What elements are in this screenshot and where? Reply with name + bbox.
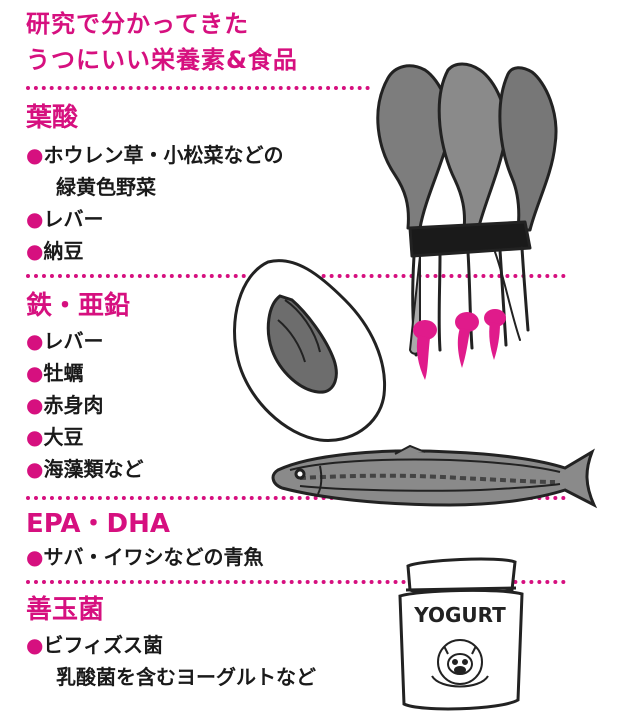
spinach-root-icon <box>413 309 506 380</box>
spinach-icon <box>376 62 558 357</box>
list-item: ●大豆 <box>26 425 84 449</box>
title-line-1: 研究で分かってきた <box>26 10 250 38</box>
list-item: ●赤身肉 <box>26 393 104 417</box>
cow-icon <box>431 639 489 688</box>
list-item-continuation: 乳酸菌を含むヨーグルトなど <box>56 665 316 689</box>
divider <box>26 580 566 584</box>
list-item: ●ビフィズス菌 <box>26 633 164 657</box>
bullet: ● <box>26 393 44 417</box>
list-item: ●納豆 <box>26 239 84 263</box>
section-heading-epa-dha: EPA・DHA <box>26 509 171 539</box>
bullet: ● <box>26 207 44 231</box>
divider <box>26 86 370 90</box>
list-item: ●レバー <box>26 329 104 353</box>
list-item: ●牡蠣 <box>26 361 84 385</box>
bullet: ● <box>26 633 44 657</box>
bullet: ● <box>26 425 44 449</box>
yogurt-label: YOGURT <box>413 603 506 627</box>
oyster-icon <box>233 259 387 443</box>
bullet: ● <box>26 239 44 263</box>
list-item: ●海藻類など <box>26 457 144 481</box>
list-item: ●ホウレン草・小松菜などの <box>26 143 284 167</box>
bullet: ● <box>26 143 44 167</box>
title-line-2: うつにいい栄養素&食品 <box>26 46 298 74</box>
bullet: ● <box>26 457 44 481</box>
page-title: 研究で分かってきた うつにいい栄養素&食品 <box>26 6 298 78</box>
fish-icon <box>271 444 598 509</box>
section-heading-iron-zinc: 鉄・亜鉛 <box>26 291 131 321</box>
section-heading-probiotics: 善玉菌 <box>26 595 105 625</box>
list-item: ●サバ・イワシなどの青魚 <box>26 545 264 569</box>
list-item-continuation: 緑黄色野菜 <box>56 175 156 199</box>
bullet: ● <box>26 329 44 353</box>
section-heading-folate: 葉酸 <box>26 103 79 133</box>
bullet: ● <box>26 361 44 385</box>
list-item: ●レバー <box>26 207 104 231</box>
bullet: ● <box>26 545 44 569</box>
divider <box>26 496 566 500</box>
